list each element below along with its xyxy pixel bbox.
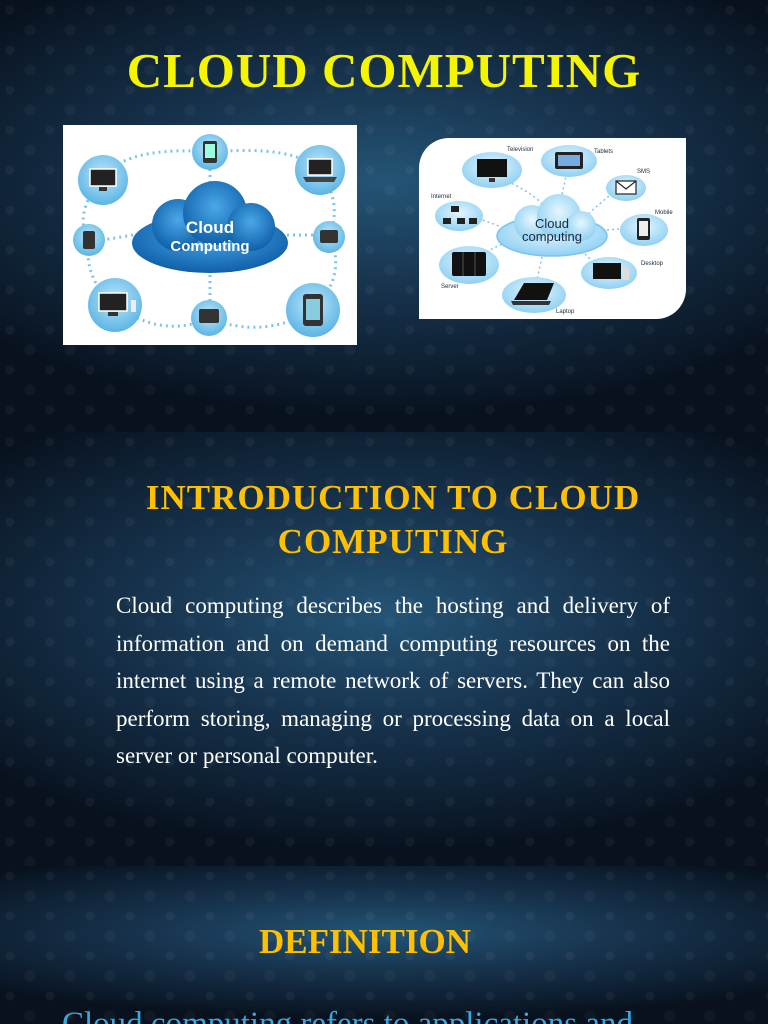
svg-text:Cloud: Cloud xyxy=(186,218,234,237)
svg-text:Cloud: Cloud xyxy=(535,216,569,231)
svg-text:Laptop: Laptop xyxy=(556,309,575,315)
svg-text:Television: Television xyxy=(507,147,533,153)
svg-text:Computing: Computing xyxy=(170,238,249,255)
slide-definition: DEFINITION Cloud computing refers to app… xyxy=(0,866,768,1024)
tablet-icon xyxy=(73,224,105,256)
laptop-icon xyxy=(502,277,566,313)
tablet-icon xyxy=(313,221,345,253)
cloud-network-diagram-right: Cloud computing Television Tablets SMS I… xyxy=(419,138,686,319)
slide-body-text: Cloud computing describes the hosting an… xyxy=(116,593,670,768)
television-icon xyxy=(462,152,522,188)
svg-text:Internet: Internet xyxy=(431,194,452,200)
desktop-icon xyxy=(581,257,637,289)
cloud-icon: Cloud Computing xyxy=(132,181,288,273)
svg-text:Tablets: Tablets xyxy=(594,149,613,155)
slide-introduction: INTRODUCTION TO CLOUD COMPUTING Cloud co… xyxy=(0,432,768,866)
slide-title: CLOUD COMPUTING xyxy=(126,43,642,98)
tablet-icon xyxy=(191,300,227,336)
mobile-icon xyxy=(620,214,668,246)
svg-text:Server: Server xyxy=(441,284,459,290)
slide-title: DEFINITION xyxy=(259,922,471,961)
slide-title: INTRODUCTION TO CLOUD COMPUTING xyxy=(145,478,641,561)
svg-text:Desktop: Desktop xyxy=(641,261,664,267)
phone-icon xyxy=(192,134,228,170)
network-icon xyxy=(435,201,483,231)
cloud-network-diagram-left: Cloud Computing xyxy=(63,125,357,345)
slide-cloud-computing: CLOUD COMPUTING xyxy=(0,0,768,432)
server-icon xyxy=(439,246,499,284)
monitor-icon xyxy=(78,155,128,205)
svg-text:computing: computing xyxy=(522,229,582,244)
cloud-icon: Cloud computing xyxy=(496,194,608,257)
sms-icon xyxy=(606,175,646,201)
slide-body-text-partial: Cloud computing refers to applications a… xyxy=(62,1006,633,1024)
laptop-icon xyxy=(295,145,345,195)
svg-text:SMS: SMS xyxy=(637,169,650,175)
tablet-icon xyxy=(541,145,597,177)
mobile-icon xyxy=(286,283,340,337)
svg-text:Mobile: Mobile xyxy=(655,210,673,216)
computer-icon xyxy=(88,278,142,332)
